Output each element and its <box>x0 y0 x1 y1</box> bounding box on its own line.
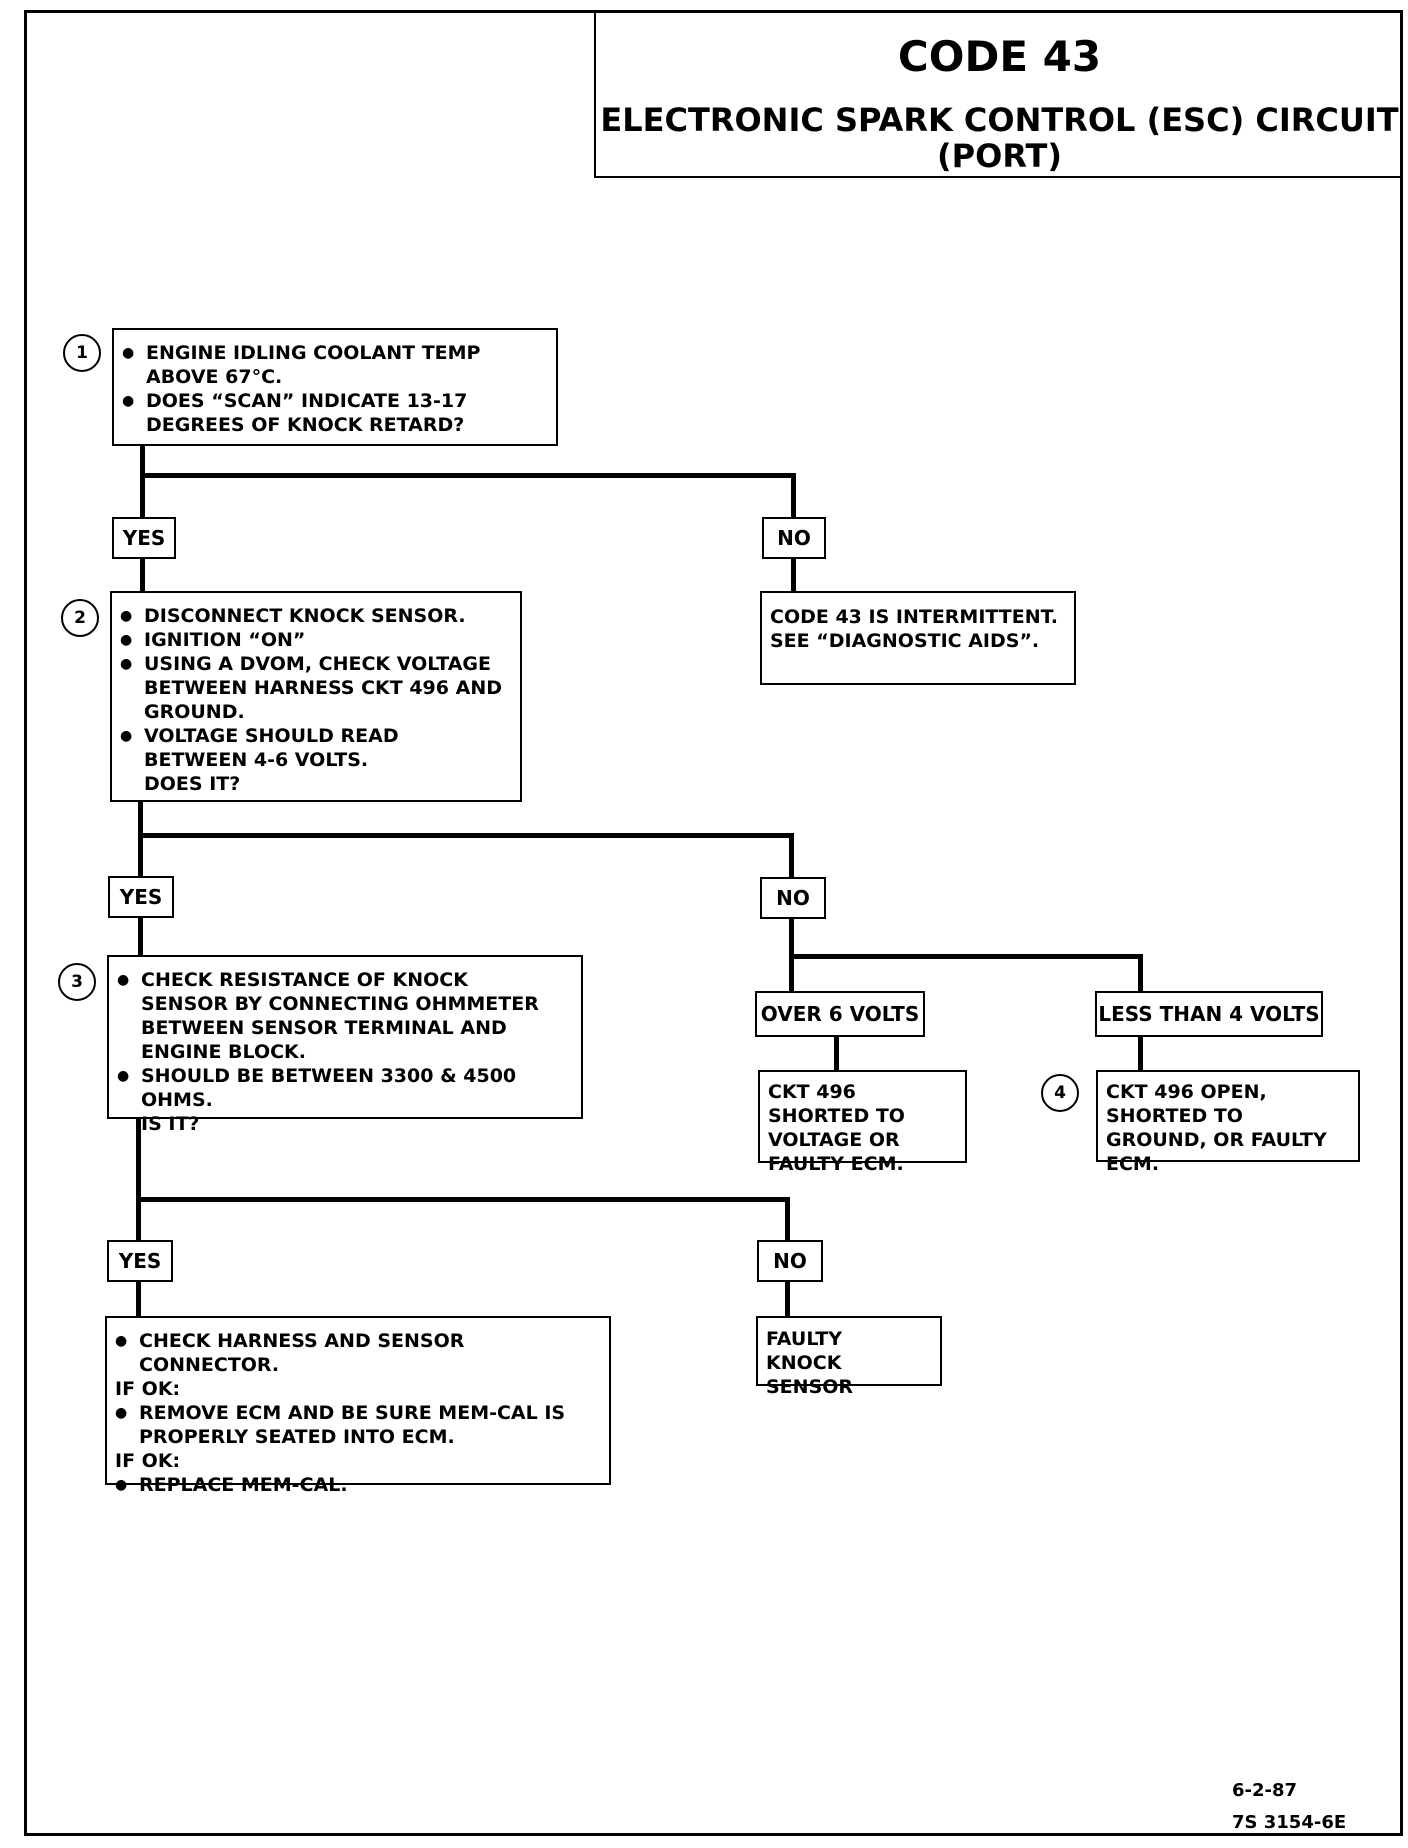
step2-bullet: VOLTAGE SHOULD READ BETWEEN 4-6 VOLTS. <box>112 724 520 772</box>
step3-bullet: CHECK RESISTANCE OF KNOCK SENSOR BY CONN… <box>109 968 581 1064</box>
connector-line <box>1138 954 1143 994</box>
step3-question: IS IT? <box>141 1113 200 1135</box>
connector-line <box>136 1197 790 1202</box>
step2-bullet: DISCONNECT KNOCK SENSOR. <box>112 604 520 628</box>
code-title: CODE 43 <box>897 32 1102 81</box>
final-bullet: REPLACE MEM-CAL. <box>107 1473 609 1497</box>
result-line: FAULTY KNOCK SENSOR <box>766 1328 854 1398</box>
page-frame <box>24 10 1403 1836</box>
over-6-volts-result: CKT 496 SHORTED TO VOLTAGE OR FAULTY ECM… <box>758 1070 967 1175</box>
step1-no-label: NO <box>762 517 826 559</box>
step3-bullet: SHOULD BE BETWEEN 3300 & 4500 OHMS. <box>109 1064 581 1112</box>
connector-line <box>140 445 145 520</box>
connector-line <box>1138 1037 1143 1071</box>
result-line: CKT 496 SHORTED TO VOLTAGE OR FAULTY ECM… <box>768 1081 905 1175</box>
connector-line <box>789 954 1143 959</box>
less-than-4-volts-label: LESS THAN 4 VOLTS <box>1095 991 1323 1037</box>
step1-box: ENGINE IDLING COOLANT TEMP ABOVE 67°C. D… <box>112 328 558 446</box>
connector-line <box>140 558 145 593</box>
circuit-title-line1: ELECTRONIC SPARK CONTROL (ESC) CIRCUIT <box>600 101 1399 139</box>
step-number-2: 2 <box>61 599 99 637</box>
if-ok-text: IF OK: <box>115 1450 181 1472</box>
connector-line <box>138 800 143 880</box>
step3-yes-label: YES <box>107 1240 173 1282</box>
step2-yes-label: YES <box>108 876 174 918</box>
less-than-4-volts-result: CKT 496 OPEN, SHORTED TO GROUND, OR FAUL… <box>1096 1070 1360 1175</box>
connector-line <box>834 1037 839 1073</box>
footer-date: 6-2-87 <box>1232 1780 1298 1801</box>
step3-box: CHECK RESISTANCE OF KNOCK SENSOR BY CONN… <box>107 955 583 1135</box>
footer-reference: 7S 3154-6E <box>1232 1812 1347 1833</box>
circuit-title: ELECTRONIC SPARK CONTROL (ESC) CIRCUIT (… <box>596 102 1403 174</box>
connector-line <box>136 1279 141 1318</box>
connector-line <box>785 1197 790 1244</box>
step-number-1: 1 <box>63 334 101 372</box>
circuit-title-line2: (PORT) <box>937 137 1062 175</box>
connector-line <box>789 833 794 881</box>
connector-line <box>140 473 796 478</box>
final-bullet: REMOVE ECM AND BE SURE MEM-CAL IS PROPER… <box>107 1401 609 1449</box>
over-6-volts-label: OVER 6 VOLTS <box>755 991 925 1037</box>
step1-no-result: CODE 43 IS INTERMITTENT. SEE “DIAGNOSTIC… <box>760 591 1076 685</box>
step2-box: DISCONNECT KNOCK SENSOR. IGNITION “ON” U… <box>110 591 522 802</box>
final-bullet: CHECK HARNESS AND SENSOR CONNECTOR. <box>107 1329 609 1377</box>
step2-question: DOES IT? <box>144 773 241 795</box>
result-line: SEE “DIAGNOSTIC AIDS”. <box>770 630 1040 652</box>
step2-bullet: IGNITION “ON” <box>112 628 520 652</box>
connector-line <box>791 473 796 521</box>
step1-yes-label: YES <box>112 517 176 559</box>
step2-bullet: USING A DVOM, CHECK VOLTAGE BETWEEN HARN… <box>112 652 520 724</box>
step3-no-label: NO <box>757 1240 823 1282</box>
connector-line <box>785 1279 790 1318</box>
result-line: CKT 496 OPEN, SHORTED TO GROUND, OR FAUL… <box>1106 1081 1327 1175</box>
step-number-3: 3 <box>58 963 96 1001</box>
title-block: CODE 43 ELECTRONIC SPARK CONTROL (ESC) C… <box>594 10 1403 178</box>
connector-line <box>791 558 796 593</box>
step1-bullet: DOES “SCAN” INDICATE 13-17 DEGREES OF KN… <box>114 389 556 437</box>
final-action-box: CHECK HARNESS AND SENSOR CONNECTOR. IF O… <box>105 1316 611 1497</box>
result-line: CODE 43 IS INTERMITTENT. <box>770 606 1058 628</box>
connector-line <box>136 1117 141 1243</box>
connector-line <box>138 833 794 838</box>
faulty-knock-sensor-result: FAULTY KNOCK SENSOR <box>756 1316 942 1398</box>
connector-line <box>138 917 143 955</box>
if-ok-text: IF OK: <box>115 1378 181 1400</box>
step-number-4: 4 <box>1041 1074 1079 1112</box>
step2-no-label: NO <box>760 877 826 919</box>
step1-bullet: ENGINE IDLING COOLANT TEMP ABOVE 67°C. <box>114 341 556 389</box>
